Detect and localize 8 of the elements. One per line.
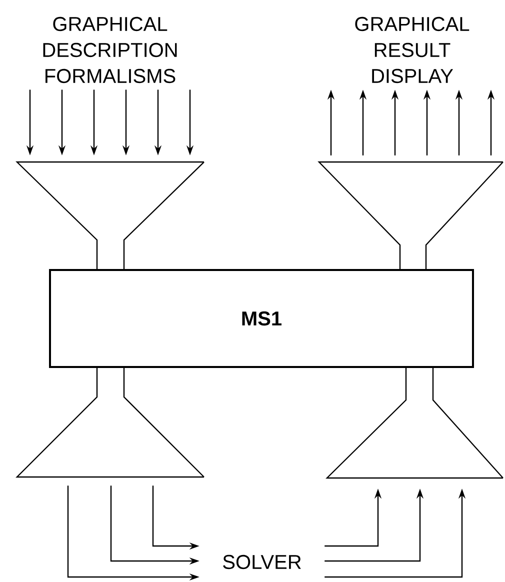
heading-label: GRAPHICAL RESULT DISPLAY [355,16,470,84]
heading-label: GRAPHICAL DESCRIPTION FORMALISMS [43,16,177,84]
funnel-shape [16,161,205,271]
funnel-shape [318,161,504,271]
process-box: MS1 [49,269,474,368]
funnel-shape [16,366,205,478]
solver-label: SOLVER [223,554,301,570]
funnel-shape [326,366,504,479]
